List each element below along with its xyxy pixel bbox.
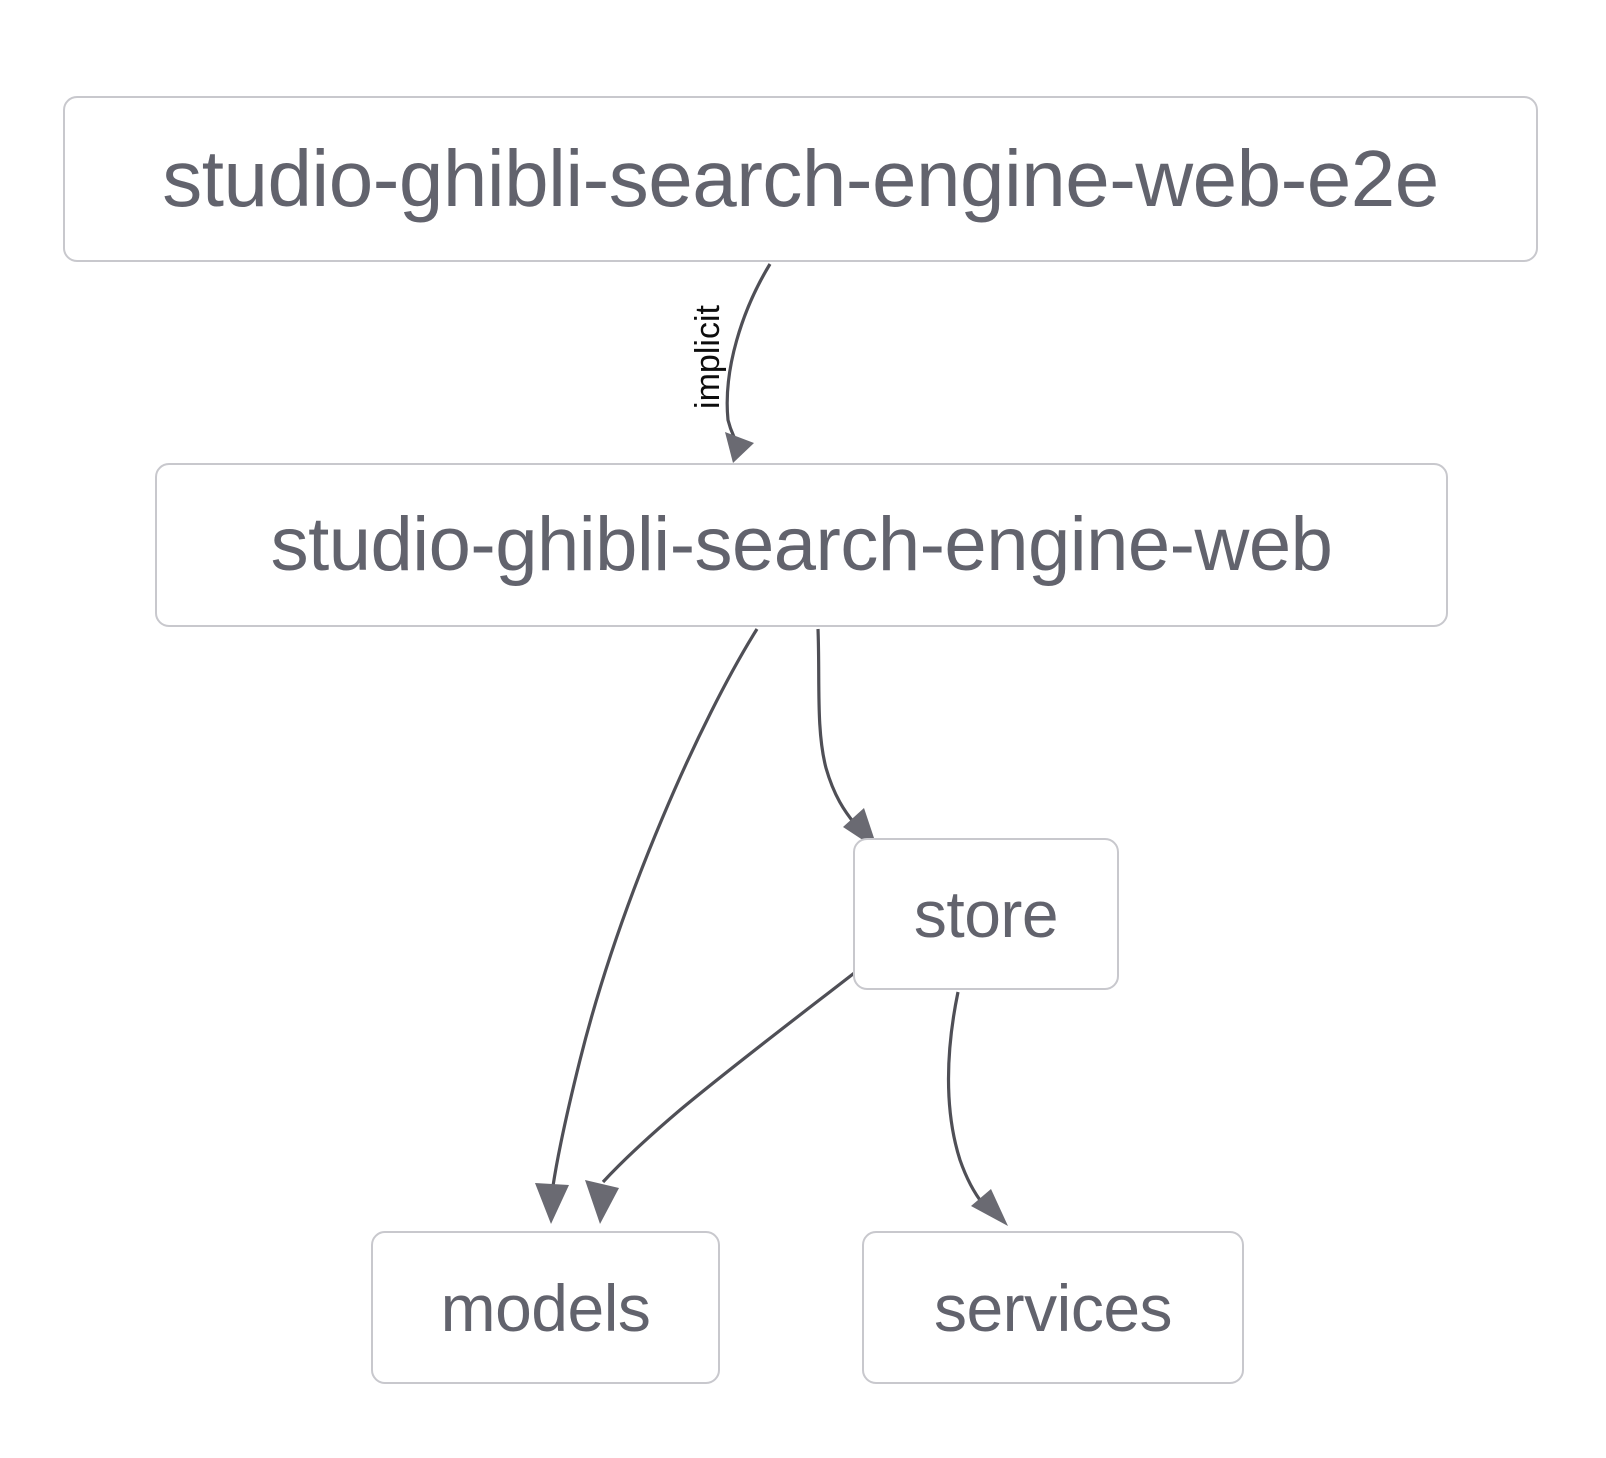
- node-studio-ghibli-search-engine-web-e2e[interactable]: studio-ghibli-search-engine-web-e2e: [63, 96, 1538, 262]
- edge-web-to-models-path: [551, 628, 759, 1187]
- edge-store-to-services: [946, 991, 1008, 1226]
- edge-web-to-models: [535, 628, 759, 1224]
- edge-store-to-models-arrowhead: [585, 1180, 619, 1224]
- edge-label-implicit: implicit: [689, 305, 727, 409]
- node-services[interactable]: services: [862, 1231, 1244, 1384]
- edge-store-to-models-path: [601, 958, 872, 1184]
- node-studio-ghibli-search-engine-web[interactable]: studio-ghibli-search-engine-web: [155, 463, 1448, 627]
- node-label: store: [913, 877, 1059, 951]
- node-label: services: [933, 1270, 1173, 1345]
- node-store[interactable]: store: [853, 838, 1119, 990]
- edge-web-to-models-arrowhead: [535, 1183, 569, 1224]
- edge-web-to-store: [816, 628, 878, 850]
- edge-store-to-models: [585, 958, 872, 1224]
- node-label: studio-ghibli-search-engine-web: [270, 502, 1333, 587]
- edge-web-to-store-path: [816, 628, 857, 826]
- node-models[interactable]: models: [371, 1231, 720, 1384]
- node-label: models: [440, 1270, 651, 1345]
- edge-store-to-services-path: [946, 991, 985, 1205]
- edge-store-to-services-arrowhead: [971, 1189, 1008, 1226]
- edge-root-to-web-arrowhead: [725, 432, 754, 463]
- node-label: studio-ghibli-search-engine-web-e2e: [162, 134, 1439, 223]
- edge-root-to-web: implicit: [689, 263, 772, 463]
- edge-root-to-web-path: [725, 263, 772, 451]
